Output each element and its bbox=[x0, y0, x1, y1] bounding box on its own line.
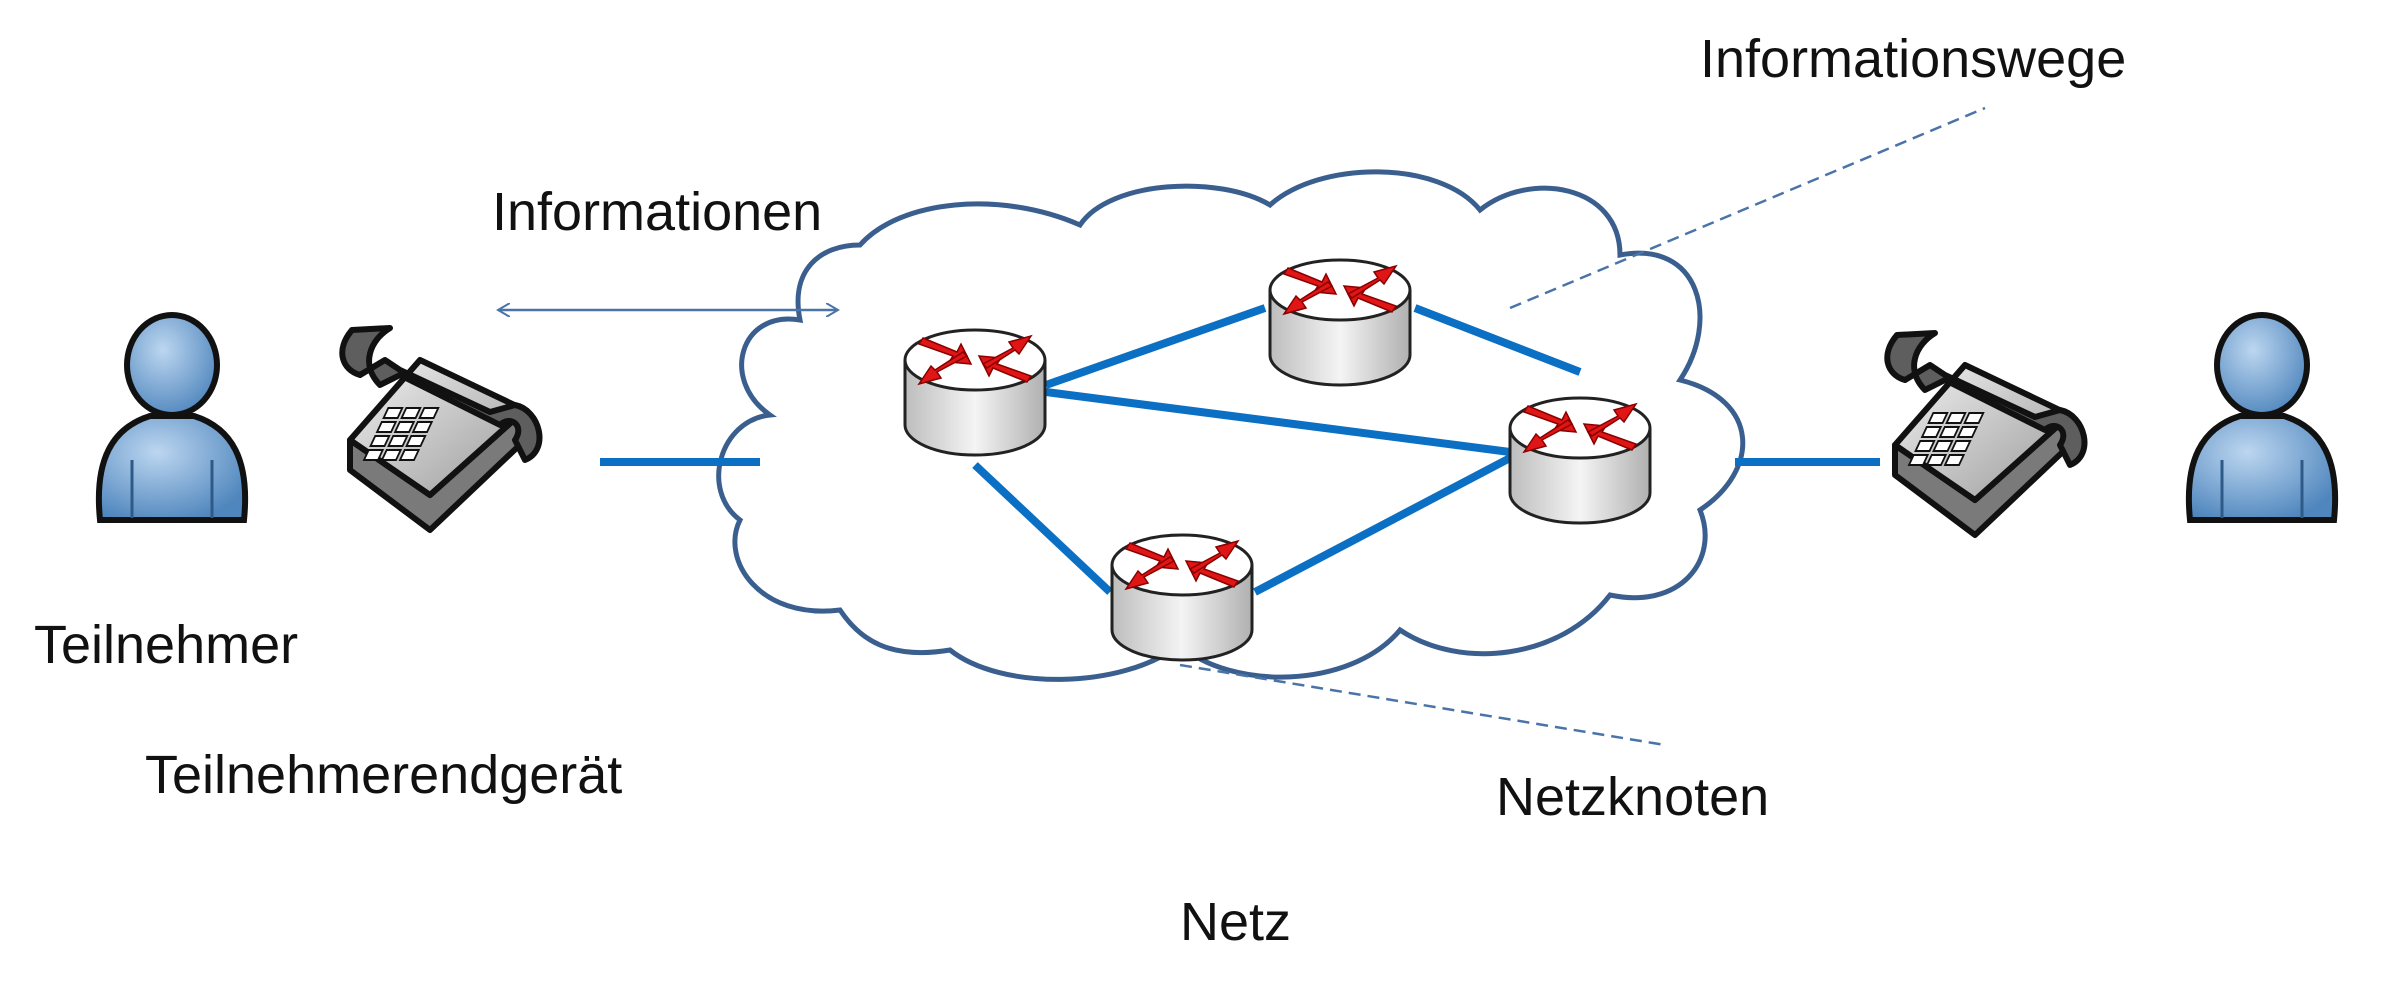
router-icon bbox=[1268, 258, 1412, 387]
path-r4-r3 bbox=[1253, 454, 1512, 596]
router-icon bbox=[903, 328, 1047, 457]
information-paths bbox=[972, 304, 1582, 596]
label-netzknoten: Netzknoten bbox=[1496, 767, 1770, 827]
label-informationswege: Informationswege bbox=[1700, 29, 2127, 89]
telephone-icon bbox=[342, 328, 539, 530]
label-teilnehmer: Teilnehmer bbox=[34, 615, 299, 675]
telephone-icon bbox=[1887, 333, 2084, 535]
user-icon bbox=[2189, 315, 2335, 520]
callout-informationswege bbox=[1509, 106, 1986, 310]
router-icon bbox=[1508, 396, 1652, 525]
label-teilnehmerendgeraet: Teilnehmerendgerät bbox=[145, 745, 623, 805]
callout-netzknoten bbox=[1179, 663, 1666, 747]
user-icon bbox=[99, 315, 245, 520]
router-icon bbox=[1110, 533, 1254, 662]
path-r2-r3 bbox=[1413, 304, 1582, 376]
path-r1-r4 bbox=[972, 462, 1113, 595]
path-r1-r3 bbox=[1045, 388, 1511, 456]
path-r1-r2 bbox=[1044, 304, 1267, 389]
label-informationen: Informationen bbox=[492, 182, 823, 242]
network-cloud bbox=[716, 169, 1746, 682]
label-netz: Netz bbox=[1180, 892, 1292, 952]
